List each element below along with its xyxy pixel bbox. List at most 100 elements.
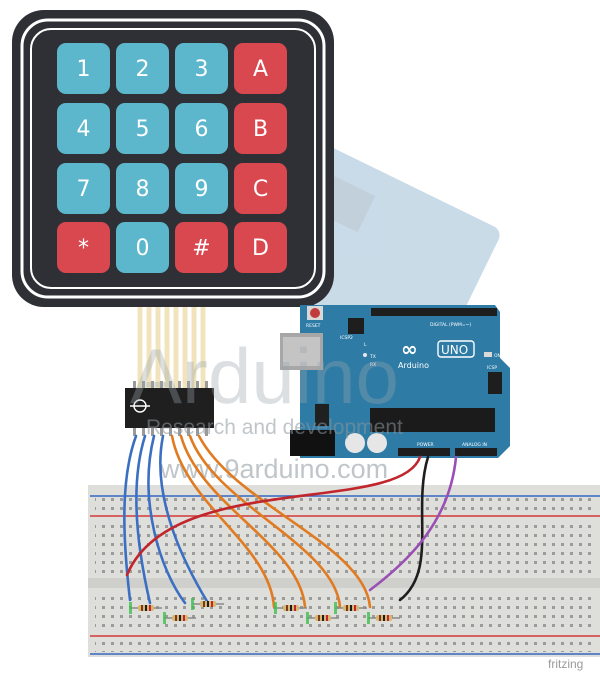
key-cap [116,222,169,273]
key-label: 2 [136,57,150,82]
key-label: 7 [77,177,91,202]
icsp-label: ICSP [487,365,497,371]
l-label: L [364,342,367,348]
ic-pin-bottom [187,427,190,436]
key-#: # [175,222,228,273]
svg-text:∞: ∞ [401,337,418,361]
black-wire [398,455,430,602]
power-jack [290,430,335,456]
ic-pin-top [187,381,190,389]
resistor [129,602,162,614]
key-cap [116,163,169,214]
orange-wire [179,434,307,609]
key-2: 2 [116,43,169,94]
watermark-url: www.9arduino.com [159,454,388,484]
key-*: * [57,222,110,273]
key-cap [175,222,228,273]
key-4: 4 [57,103,110,154]
digital-header [371,308,497,316]
watermark-tagline: Research and development [146,416,403,439]
ic-pin-top [205,381,208,389]
ic-pin-bottom [160,427,163,436]
reset-label: RESET [306,323,321,329]
resistor [367,612,400,624]
watermark-brand: Arduino [130,332,399,420]
key-label: 6 [195,117,209,142]
ic-pin-bottom [151,427,154,436]
key-5: 5 [116,103,169,154]
ic-pin-top [142,381,145,389]
blue-wire [135,434,152,605]
arduino-logo: ∞ Arduino UNO [398,337,475,370]
on-label: ON [494,353,501,359]
key-label: 9 [195,177,209,202]
key-cap [175,43,228,94]
key-B: B [234,103,287,154]
resistor [191,598,224,610]
arduino-logo-text: Arduino [398,361,429,370]
watermark: Arduino Research and development www.9ar… [130,332,403,484]
ic-pin-bottom [196,427,199,436]
key-label: C [253,177,268,202]
key-cap [234,103,287,154]
ic-pin-bottom [142,427,145,436]
capacitor [367,433,387,453]
key-cap [57,163,110,214]
key-label: A [253,57,268,82]
resistor [306,612,339,624]
key-cap [175,103,228,154]
key-0: 0 [116,222,169,273]
ic-pin-top [178,381,181,389]
resistor [274,602,307,614]
key-cap [116,43,169,94]
ic-pin-top [151,381,154,389]
orange-wire [188,434,342,609]
blue-wire [159,434,210,605]
purple-wire [368,455,458,592]
red-wire [125,455,422,577]
on-led [484,352,492,357]
key-8: 8 [116,163,169,214]
blue-wire [147,434,187,605]
orange-wire [170,434,276,609]
key-D: D [234,222,287,273]
ic-pin-bottom [178,427,181,436]
key-label: 3 [195,57,209,82]
resistor [163,612,196,624]
key-label: 1 [77,57,91,82]
rx-label: RX [370,362,376,368]
ic-pin-top [133,381,136,389]
key-label: D [252,236,269,261]
ic-pin-bottom [205,427,208,436]
arduino-model: UNO [441,343,468,357]
resistors [129,598,400,624]
key-9: 9 [175,163,228,214]
ic-pin-top [196,381,199,389]
keypad-ribbon [137,300,206,388]
power-header [398,448,450,456]
ic-pin-bottom [169,427,172,436]
tx-label: TX [369,354,376,360]
blue-wire [123,434,138,602]
key-label: 8 [136,177,150,202]
key-cap [57,103,110,154]
orange-wire [197,434,372,609]
key-6: 6 [175,103,228,154]
key-A: A [234,43,287,94]
capacitor [345,433,365,453]
power-label: POWER [417,442,434,448]
ic-chip [125,381,214,436]
key-1: 1 [57,43,110,94]
key-C: C [234,163,287,214]
icsp2-header [348,318,364,334]
wires [123,434,458,609]
resistor [334,602,367,614]
key-cap [175,163,228,214]
ic-pin-top [169,381,172,389]
key-label: # [192,236,210,261]
digital-label: DIGITAL (PWM=~) [430,322,471,328]
key-3: 3 [175,43,228,94]
key-cap [116,103,169,154]
